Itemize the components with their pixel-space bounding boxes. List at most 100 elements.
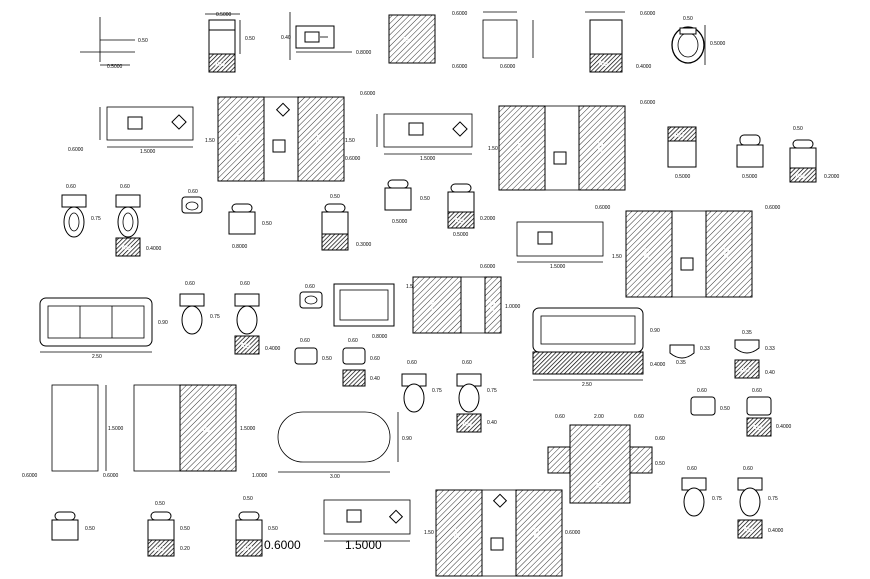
dim-label: 0.40 (370, 376, 380, 382)
dim-label: 0.60 (188, 189, 198, 195)
sofa-block: 2.50 0.90 0.4000 (532, 307, 666, 388)
dim-label: 1.5000 (550, 264, 566, 270)
wardrobe-block: AU AU 1.0000 (412, 276, 521, 334)
dim-label: 0.60 (120, 184, 130, 190)
dim-label: 0.60 (185, 281, 195, 287)
cabinet-block: 0.50 0.8000 (228, 203, 272, 250)
vanity-counter-block: 1.5000 0.6000 (480, 221, 604, 270)
dim-label: 0.4000 (636, 64, 652, 70)
cabinet-block: AU 0.2000 0.5000 (447, 183, 496, 238)
au-tag: AU (154, 546, 164, 553)
cabinet-block: AU 0.50 0.50 (235, 496, 278, 557)
dim-label: 0.75 (712, 496, 722, 502)
dim-label: 1.5000 (420, 156, 436, 162)
cross-table-block: AU 0.60 2.00 0.60 0.60 0.50 (547, 414, 665, 504)
dim-label: 0.4000 (776, 424, 792, 430)
bathtub-block: 0.8000 1.5000 (333, 283, 422, 340)
dim-label: 1.50 (488, 146, 498, 152)
au-tag: AU (240, 343, 250, 350)
dim-label: 2.50 (582, 382, 592, 388)
au-tag: AU (532, 528, 539, 538)
wardrobe-large-block: AU AU 0.6000 0.6000 1.50 (595, 205, 781, 298)
dim-label: 0.50 (245, 36, 255, 42)
dim-label: 1.0000 (505, 304, 521, 310)
dim-label: 0.50 (420, 196, 430, 202)
dim-label: 0.2000 (480, 216, 496, 222)
dim-label: 1.5000 (108, 426, 124, 432)
dim-label: 1.50 (345, 138, 355, 144)
dim-label: 0.20 (180, 546, 190, 552)
dim-label: 0.40 (487, 420, 497, 426)
dim-label: 0.8000 (372, 334, 388, 340)
wardrobe-large-block: AU AU 1.50 0.6000 (424, 489, 581, 577)
dim-label: 0.6000 (765, 205, 781, 211)
toilet-block: AU 0.60 0.75 0.40 (456, 360, 497, 433)
dim-label: 0.5000 (710, 41, 726, 47)
cabinet-set-block: AU AU 0.5000 0.5000 0.2000 0.50 (667, 126, 840, 183)
dim-label: 0.8000 (356, 50, 372, 56)
dim-label: 0.4000 (650, 362, 666, 368)
tall-cabinet-block: 0.6000 AU 0.4000 (585, 11, 656, 73)
side-table-lamp-block: 0.40 0.8000 (281, 12, 372, 60)
dim-label: 0.50 (330, 194, 340, 200)
dim-label: 0.6000 (68, 147, 84, 153)
au-tag: AU (215, 61, 225, 68)
dim-label: 0.50 (138, 38, 148, 44)
dim-label: 0.6000 (640, 100, 656, 106)
sink-block: 0.60 (299, 284, 323, 309)
au-tag: AU (596, 142, 603, 152)
sink-block: 0.60 0.60 0.40 (342, 338, 380, 387)
dim-label: 0.60 (300, 338, 310, 344)
au-tag: AU (740, 367, 750, 374)
dim-label: 0.60 (687, 466, 697, 472)
au-tag: AU (428, 300, 435, 310)
dim-label: 0.5000 (107, 64, 123, 70)
sofa-block: 2.50 0.90 (39, 297, 168, 360)
au-tag: AU (752, 425, 762, 432)
dim-label: 0.6000 (452, 64, 468, 70)
dim-label: 0.5000 (453, 232, 469, 238)
wardrobe-large-block: AU AU 1.50 0.6000 1.50 0.6000 (205, 91, 376, 182)
dim-label: 0.60 (752, 388, 762, 394)
wardrobe-block: AU 0.6000 0.6000 (388, 11, 468, 70)
dim-label: 0.60 (370, 356, 380, 362)
dim-label: 0.6000 (595, 205, 611, 211)
dim-label: 2.00 (594, 414, 604, 420)
sink-block: 0.60 0.50 (294, 338, 332, 365)
dim-label: 0.40 (765, 370, 775, 376)
dim-label: 1.50 (424, 530, 434, 536)
dim-label: 0.60 (348, 338, 358, 344)
dim-label: 0.50 (793, 126, 803, 132)
au-tag: AU (743, 527, 753, 534)
cabinet-block: 0.5000 0.50 (384, 179, 430, 225)
dim-label: 1.5000 (140, 149, 156, 155)
au-tag: AU (598, 61, 608, 68)
sink-block: AU 0.60 0.4000 (746, 388, 792, 437)
dim-label: 0.3000 (356, 242, 372, 248)
dim-label: 0.6000 (345, 156, 361, 162)
dim-label: 0.90 (402, 436, 412, 442)
dim-label: 0.6000 (480, 264, 496, 270)
dim-label: 1.0000 (252, 473, 268, 479)
dim-label: 0.60 (634, 414, 644, 420)
toilet-block: 0.60 0.75 (401, 360, 442, 413)
dim-label: 0.5000 (216, 12, 232, 18)
dim-label: 0.75 (432, 388, 442, 394)
dim-label: 3.00 (330, 474, 340, 480)
dim-label: 0.33 (765, 346, 775, 352)
dim-label: 0.50 (683, 16, 693, 22)
dim-label: 0.90 (158, 320, 168, 326)
dim-label: 0.60 (555, 414, 565, 420)
dim-label: 0.6000 (500, 64, 516, 70)
dim-label: 0.50 (655, 461, 665, 467)
vanity-counter-block: 1.5000 (376, 113, 473, 162)
au-tag: AU (314, 134, 321, 144)
dim-label: 0.60 (697, 388, 707, 394)
dim-label: 1.50 (205, 138, 215, 144)
sink-block: 0.60 (181, 189, 203, 214)
au-tag: AU (242, 546, 252, 553)
vanity-counter-block (323, 499, 411, 542)
au-tag: AU (488, 301, 495, 311)
dim-label-large: 0.6000 (264, 538, 301, 552)
toilet-block: AU 0.60 0.75 0.4000 (737, 466, 784, 539)
